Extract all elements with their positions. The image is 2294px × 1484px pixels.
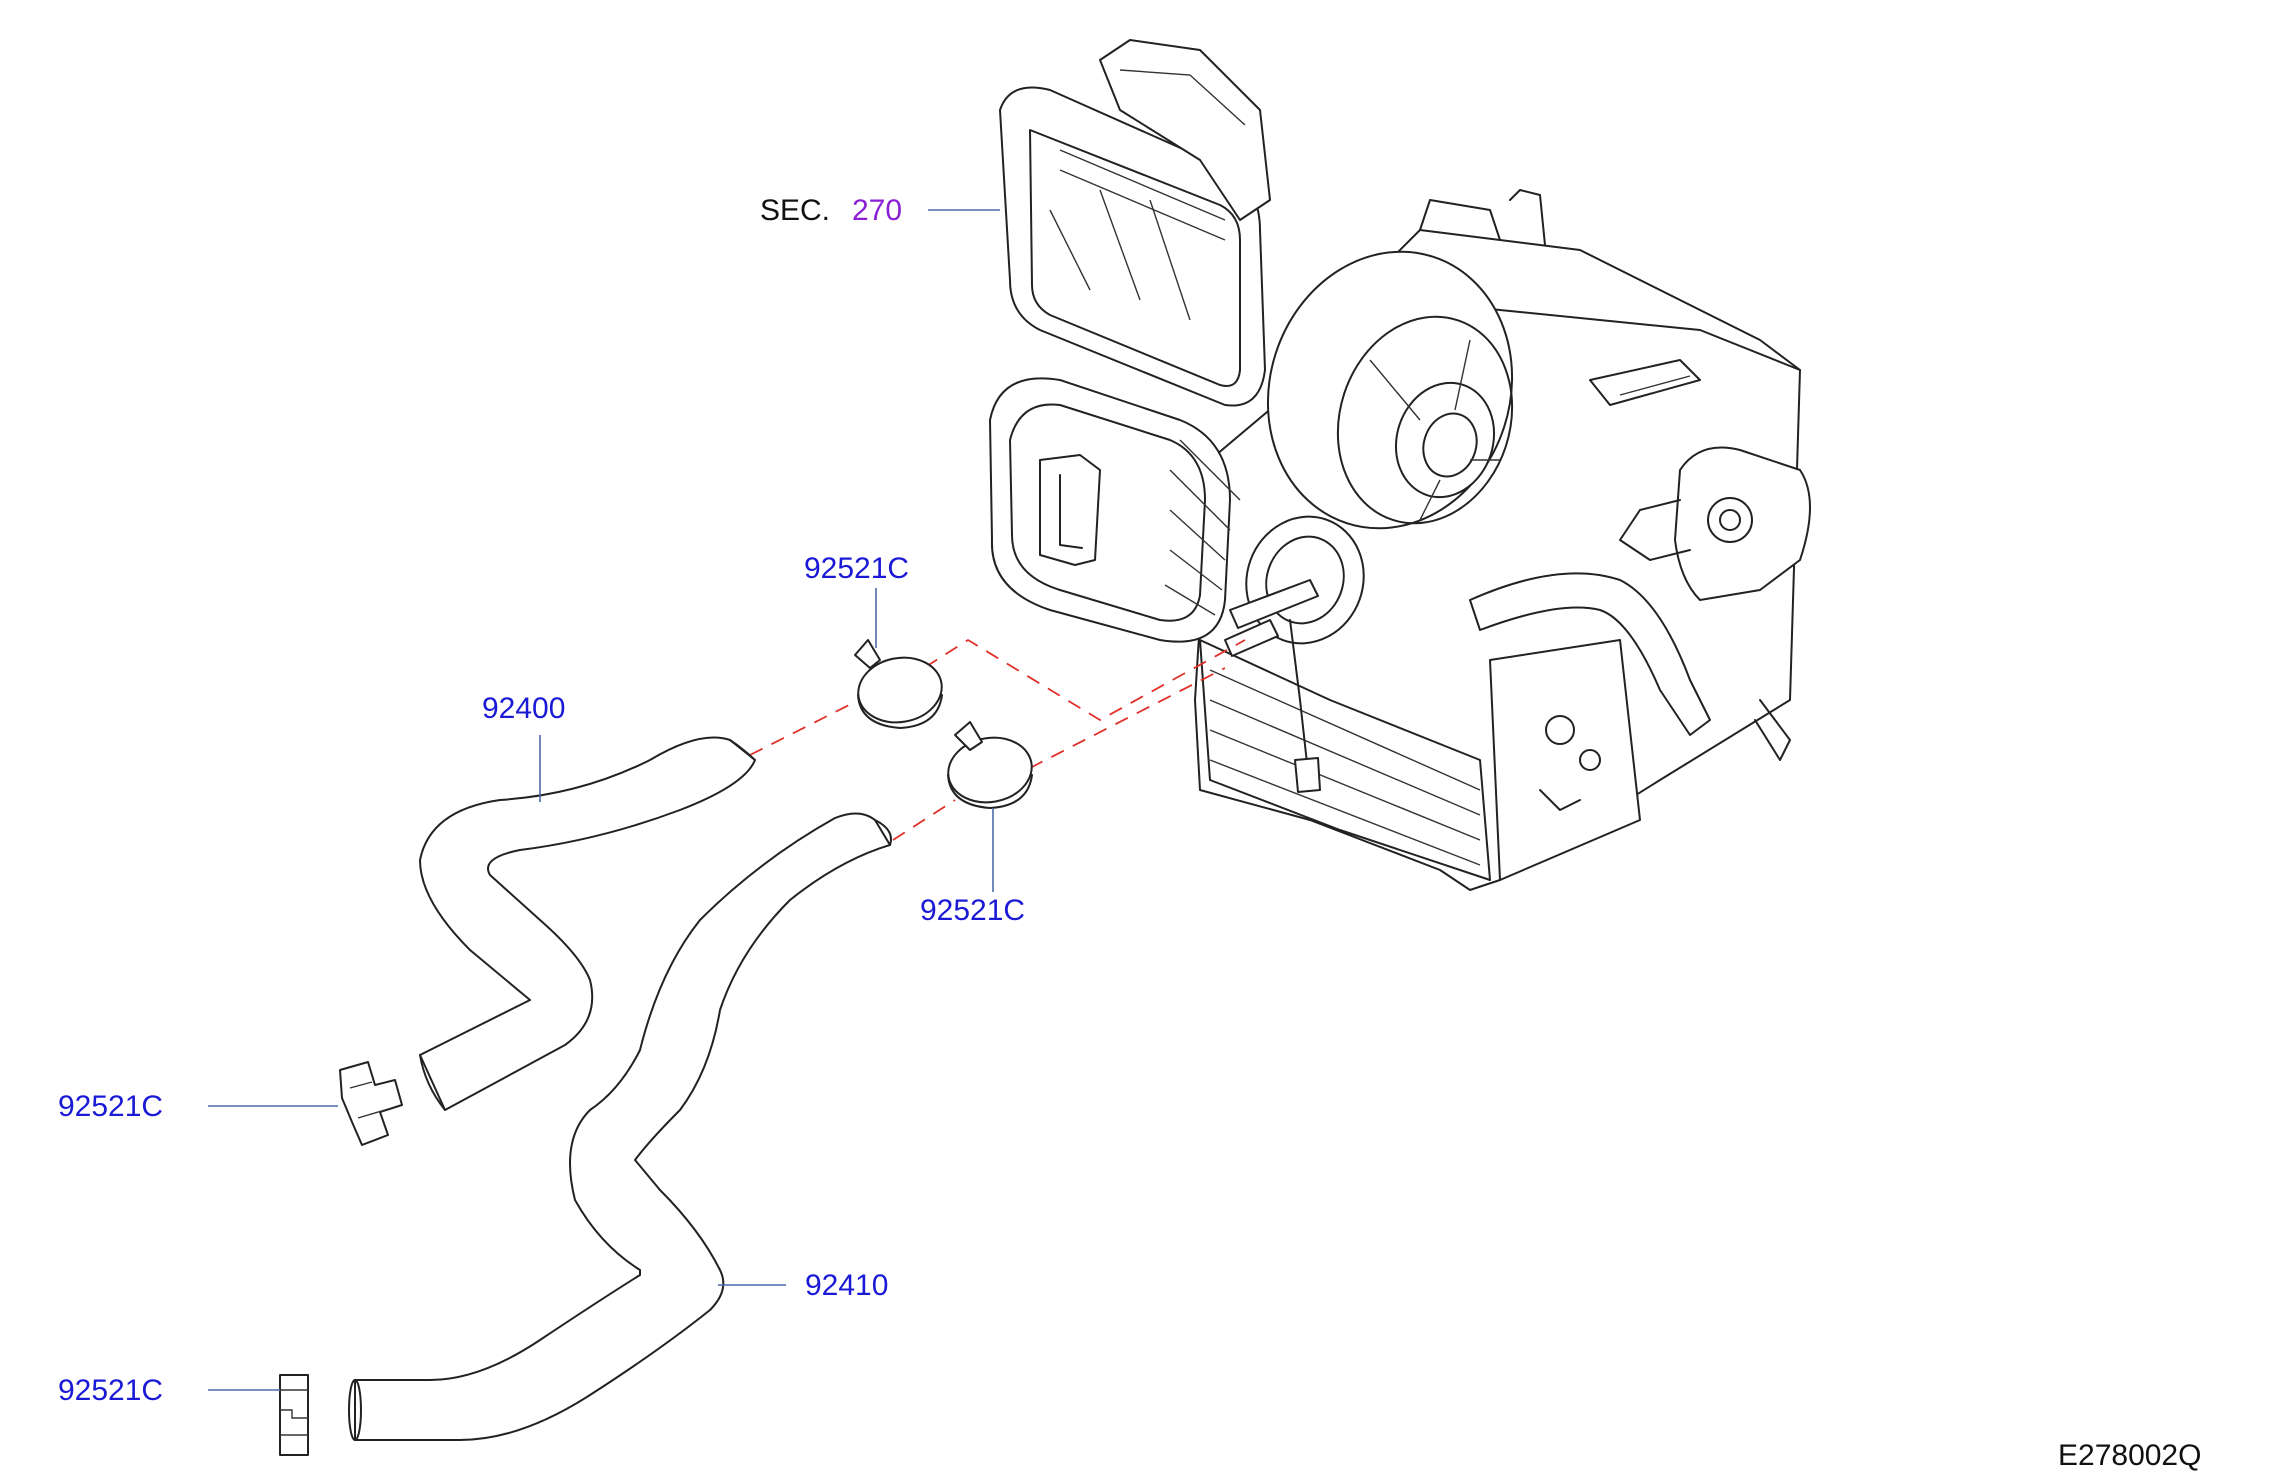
label-clamp-left-lower[interactable]: 92521C: [58, 1374, 163, 1407]
clamp-upper: [854, 639, 943, 729]
label-clamp-mid[interactable]: 92521C: [920, 894, 1025, 927]
hose-92400: [419, 736, 756, 1111]
section-ref-number[interactable]: 270: [852, 194, 902, 227]
label-hose-upper[interactable]: 92400: [482, 692, 565, 725]
heater-unit-assembly: [989, 39, 1811, 891]
label-clamp-upper[interactable]: 92521C: [804, 552, 909, 585]
drawing-code: E278002Q: [2058, 1439, 2201, 1472]
clamp-mid: [947, 721, 1033, 809]
hose-92410: [348, 812, 892, 1441]
label-hose-lower[interactable]: 92410: [805, 1269, 888, 1302]
assembly-guide-lines: [749, 638, 1246, 841]
section-ref-prefix: SEC.: [760, 194, 830, 227]
clamp-left-upper: [339, 1061, 403, 1146]
leader-lines: [208, 209, 1000, 1391]
label-clamp-left-upper[interactable]: 92521C: [58, 1090, 163, 1123]
clamp-left-lower: [279, 1374, 309, 1456]
